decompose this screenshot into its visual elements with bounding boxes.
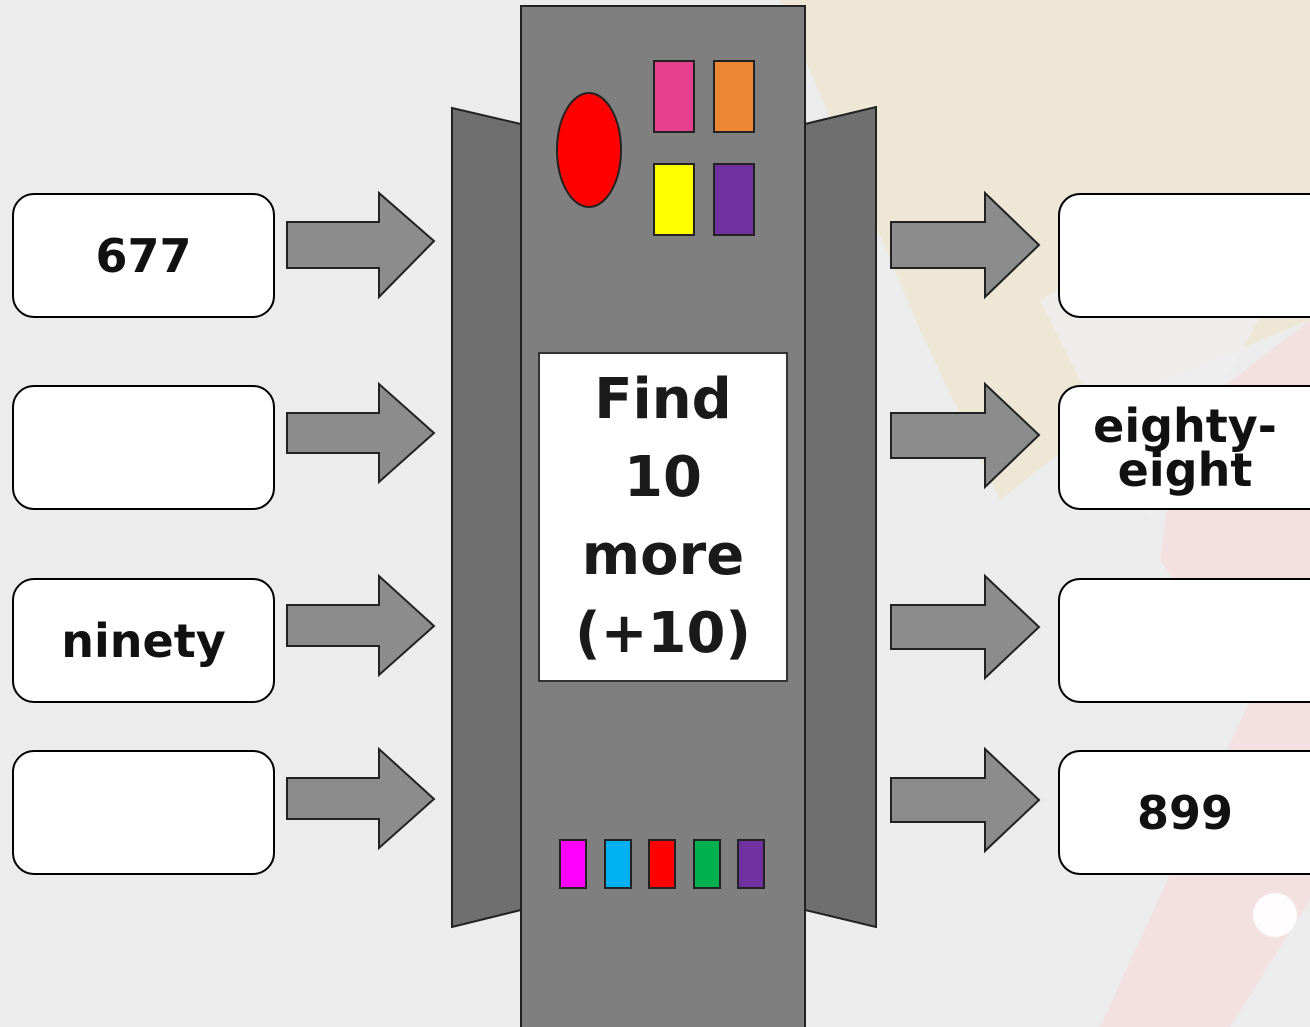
input-box-2[interactable] [12,385,275,510]
orange-button [713,60,755,133]
output-arrow [890,190,1041,300]
blue-button [604,839,632,889]
red-button [648,839,676,889]
red-light [556,92,622,208]
instruction-line: (+10) [574,601,752,666]
yellow-button [653,163,695,236]
input-box-1[interactable]: 677 [12,193,275,318]
output-arrow [890,573,1041,681]
purple-button [713,163,755,236]
instruction-card: Find 10 more (+10) [538,352,788,682]
instruction-line: 10 [624,445,702,510]
input-box-4[interactable] [12,750,275,875]
machine-right-wing [804,105,877,929]
input-arrow [286,381,436,485]
input-arrow [286,573,436,678]
output-box-2[interactable]: eighty- eight [1058,385,1310,510]
output-arrow [890,381,1041,490]
output-arrow [890,746,1041,854]
output-box-3[interactable] [1058,578,1310,703]
instruction-line: Find [594,367,732,432]
green-button [693,839,721,889]
violet-button [737,839,765,889]
pink-button [653,60,695,133]
output-box-1[interactable] [1058,193,1310,318]
input-arrow [286,190,436,300]
input-box-3[interactable]: ninety [12,578,275,703]
magenta-button [559,839,587,889]
input-arrow [286,746,436,851]
instruction-line: more [581,523,745,588]
output-box-4[interactable]: 899 [1058,750,1310,875]
machine-left-wing [451,106,522,929]
